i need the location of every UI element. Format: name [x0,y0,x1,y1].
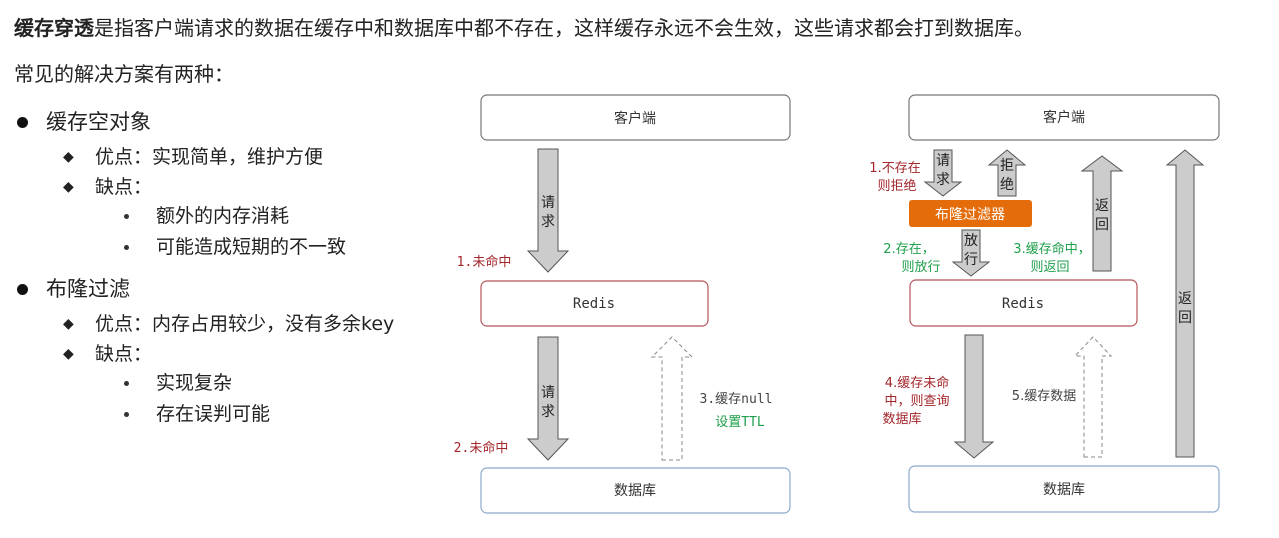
arrow-down-icon [953,334,995,459]
arrow-down-icon [923,149,963,197]
sub-bullet [124,245,129,250]
cache-miss-label: 4.缓存未命 [885,375,949,391]
cache-data-label: 5.缓存数据 [1012,389,1076,404]
bloom-filter-label: 布隆过滤器 [935,207,1005,223]
arrow-up-dashed-icon [650,336,694,461]
bloom-filter-box [909,200,1032,227]
client-box [480,94,791,141]
database-label: 数据库 [614,483,656,499]
request-label-char: 求 [541,404,555,420]
cache-miss-label: 数据库 [882,411,921,427]
cons-label: 缺点： [95,176,153,198]
solutions-heading: 常见的解决方案有两种： [14,62,234,86]
request-label-char: 请 [541,385,555,401]
diamond-icon: ◆ [63,346,74,362]
return-label-char: 回 [1095,217,1109,233]
cache-miss-label: 中，则查询 [884,394,949,409]
pros-text: 优点：内存占用较少，没有多余key [95,313,395,335]
cache-hit-label: 3.缓存命中， [1013,241,1090,257]
solution-title: 布隆过滤 [46,277,130,301]
exist-label: 2.存在， [883,242,934,257]
database-box [480,467,791,514]
reject-label-char: 拒 [1000,158,1014,174]
pass-label-char: 行 [964,252,978,268]
cache-hit-label: 则返回 [1030,260,1069,275]
cons-label: 缺点： [95,343,153,365]
redis-box [909,279,1138,327]
intro-paragraph: 缓存穿透是指客户端请求的数据在缓存中和数据库中都不存在，这样缓存永远不会生效，这… [14,14,1034,42]
database-box [908,465,1220,513]
return-label-char: 回 [1178,310,1192,326]
cons-item: 可能造成短期的不一致 [156,236,347,258]
request-label-char: 求 [936,172,950,188]
sub-bullet [124,214,129,219]
pass-label-char: 放 [964,233,978,249]
request-label-char: 请 [541,195,555,211]
sub-bullet [124,412,129,417]
intro-term: 缓存穿透 [14,16,94,40]
redis-box [480,280,709,327]
exist-label: 则放行 [901,260,940,275]
client-label: 客户端 [1043,109,1085,126]
request-label-char: 求 [541,214,555,230]
diamond-icon: ◆ [63,179,74,195]
return-label-char: 返 [1095,198,1109,214]
database-label: 数据库 [1043,482,1085,498]
not-exist-label: 则拒绝 [877,178,916,194]
arrow-up-icon [987,149,1027,197]
client-label: 客户端 [614,110,656,127]
bullet-dot [17,284,28,295]
cons-item: 额外的内存消耗 [156,205,290,227]
arrow-down-icon [526,336,570,461]
diamond-icon: ◆ [63,316,74,332]
arrow-up-dashed-icon [1073,336,1113,458]
miss-label: 1.未命中 [457,254,512,270]
solution-title: 缓存空对象 [46,110,151,134]
diamond-icon: ◆ [63,149,74,165]
intro-text: 是指客户端请求的数据在缓存中和数据库中都不存在，这样缓存永远不会生效，这些请求都… [94,16,1034,40]
cache-null-label: 3.缓存null [700,392,773,407]
arrow-up-icon [1165,149,1205,458]
redis-label: Redis [1002,296,1044,312]
arrow-down-icon [951,229,991,277]
arrow-up-icon [1080,155,1124,272]
return-label-char: 返 [1178,291,1192,307]
set-ttl-label: 设置TTL [715,415,765,430]
pros-text: 优点：实现简单，维护方便 [95,146,324,168]
cons-item: 存在误判可能 [156,403,271,425]
arrow-down-icon [526,148,570,273]
redis-label: Redis [573,296,615,312]
miss-label: 2.未命中 [454,440,509,456]
request-label-char: 请 [936,153,950,169]
reject-label-char: 绝 [1000,177,1014,193]
cons-item: 实现复杂 [156,372,233,394]
client-box [908,94,1220,141]
bullet-dot [17,117,28,128]
sub-bullet [124,381,129,386]
not-exist-label: 1.不存在 [869,161,920,176]
